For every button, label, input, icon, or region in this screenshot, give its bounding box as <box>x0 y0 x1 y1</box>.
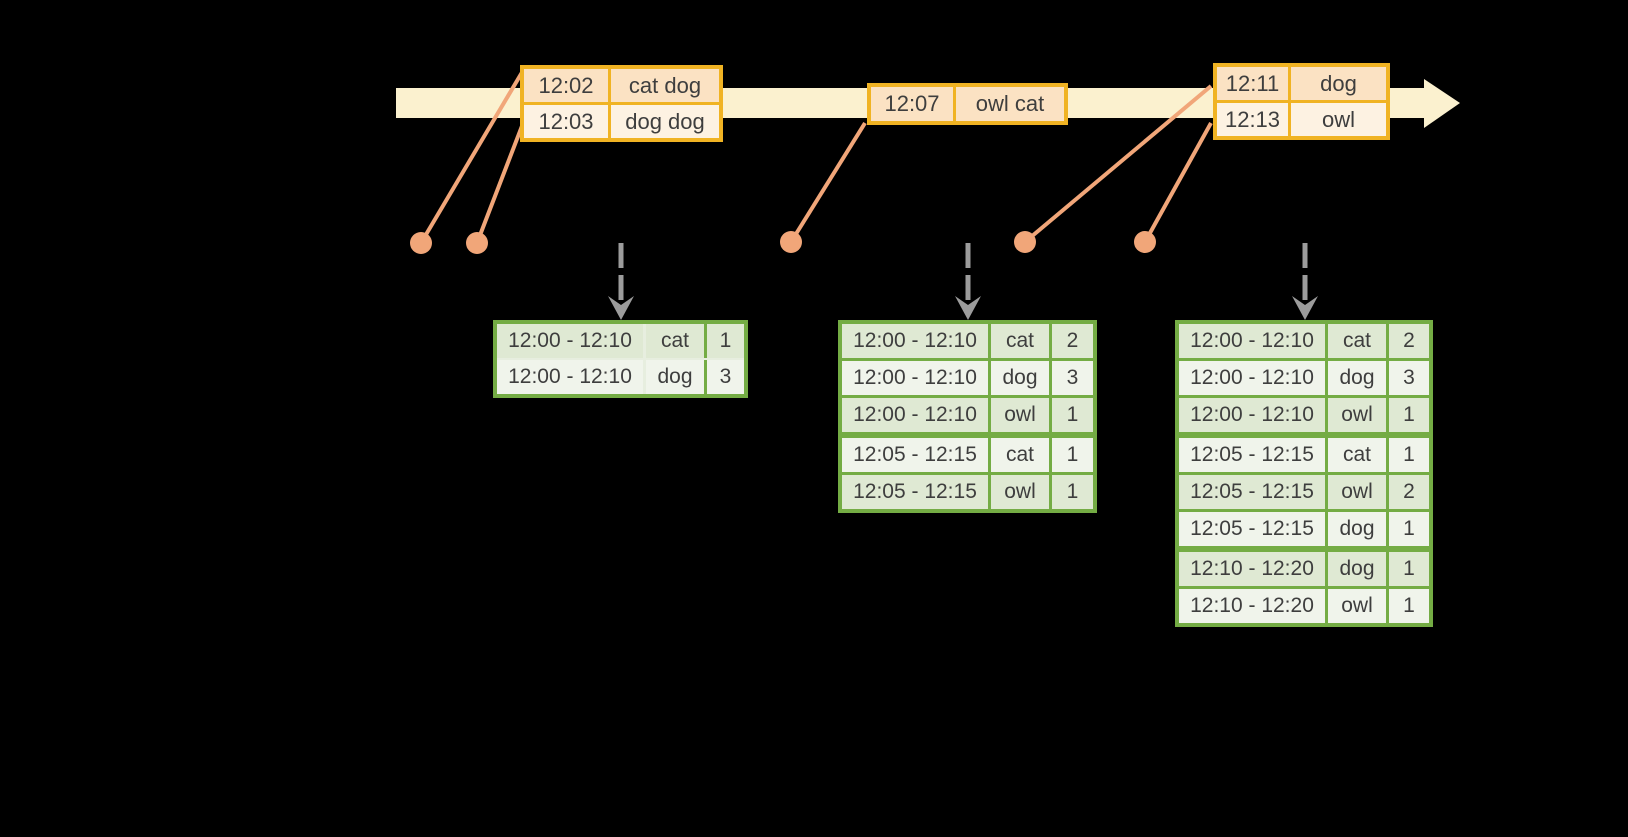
result-row: 12:05 - 12:15 cat 1 <box>1179 432 1429 472</box>
word-cell: cat <box>646 324 707 358</box>
count-cell: 1 <box>1403 443 1415 466</box>
event-words: dog <box>1320 70 1357 96</box>
event-time: 12:03 <box>524 105 611 138</box>
word-cell: owl <box>991 398 1052 432</box>
connector-line <box>475 125 524 244</box>
window-cell: 12:10 - 12:20 <box>1179 552 1328 586</box>
event-row: 12:13 owl <box>1217 100 1386 136</box>
result-table-1: 12:00 - 12:10 cat 1 12:00 - 12:10 dog 3 <box>493 320 748 398</box>
word-cell: dog <box>1328 552 1389 586</box>
window-cell: 12:00 - 12:10 <box>1179 361 1328 395</box>
word-cell: owl <box>1328 398 1389 432</box>
word-cell: cat <box>991 438 1052 472</box>
word-cell: dog <box>1328 512 1389 546</box>
event-connector-lines <box>419 67 1213 245</box>
event-time: 12:13 <box>1217 103 1291 136</box>
window-cell: 12:00 - 12:10 <box>842 361 991 395</box>
window-cell: 12:05 - 12:15 <box>1179 475 1328 509</box>
word-cell: dog <box>991 361 1052 395</box>
word-cell: cat <box>1328 324 1389 358</box>
result-table-2: 12:00 - 12:10 cat 2 12:00 - 12:10 dog 3 … <box>838 320 1097 513</box>
trigger-arrow-icon <box>608 243 634 320</box>
window-cell: 12:00 - 12:10 <box>1179 324 1328 358</box>
result-row: 12:05 - 12:15 dog 1 <box>1179 509 1429 546</box>
count-cell: 1 <box>1066 443 1079 466</box>
event-dot-icon <box>780 231 802 253</box>
event-table-1: 12:02 cat dog 12:03 dog dog <box>520 65 723 142</box>
count-cell: 2 <box>1066 329 1079 352</box>
event-time: 12:02 <box>524 69 611 102</box>
result-row: 12:00 - 12:10 owl 1 <box>842 395 1093 432</box>
result-row: 12:00 - 12:10 dog 3 <box>842 358 1093 395</box>
result-row: 12:10 - 12:20 owl 1 <box>1179 586 1429 623</box>
word-cell: owl <box>1328 589 1389 623</box>
result-row: 12:00 - 12:10 dog 3 <box>1179 358 1429 395</box>
event-words: cat dog <box>628 72 702 98</box>
count-cell: 1 <box>1403 517 1415 540</box>
window-cell: 12:05 - 12:15 <box>1179 438 1328 472</box>
count-cell: 1 <box>719 329 732 352</box>
event-row: 12:02 cat dog <box>524 69 719 102</box>
event-dot-icon <box>410 232 432 254</box>
timeline-arrow-icon <box>1424 79 1460 128</box>
count-cell: 3 <box>1066 366 1079 389</box>
event-time: 12:11 <box>1217 67 1291 100</box>
word-cell: cat <box>991 324 1052 358</box>
result-row: 12:05 - 12:15 cat 1 <box>842 432 1093 472</box>
trigger-arrow-icon <box>955 243 981 320</box>
connector-line <box>419 67 526 245</box>
result-table-3: 12:00 - 12:10 cat 2 12:00 - 12:10 dog 3 … <box>1175 320 1433 627</box>
result-row: 12:05 - 12:15 owl 1 <box>842 472 1093 509</box>
word-cell: owl <box>1328 475 1389 509</box>
window-cell: 12:05 - 12:15 <box>842 475 991 509</box>
event-table-3: 12:11 dog 12:13 owl <box>1213 63 1390 140</box>
window-cell: 12:00 - 12:10 <box>497 360 646 394</box>
connector-line <box>1023 84 1213 244</box>
count-cell: 3 <box>719 365 732 388</box>
word-cell: owl <box>991 475 1052 509</box>
count-cell: 1 <box>1066 403 1079 426</box>
count-cell: 2 <box>1403 480 1415 503</box>
window-cell: 12:00 - 12:10 <box>1179 398 1328 432</box>
event-row: 12:07 owl cat <box>871 87 1064 121</box>
trigger-arrow-icon <box>1292 243 1318 320</box>
window-cell: 12:10 - 12:20 <box>1179 589 1328 623</box>
event-row: 12:11 dog <box>1217 67 1386 100</box>
word-cell: cat <box>1328 438 1389 472</box>
event-words: owl cat <box>975 91 1045 116</box>
window-cell: 12:00 - 12:10 <box>842 324 991 358</box>
event-dot-icon <box>1134 231 1156 253</box>
count-cell: 1 <box>1066 480 1079 503</box>
word-cell: dog <box>646 360 707 394</box>
result-row: 12:05 - 12:15 owl 2 <box>1179 472 1429 509</box>
window-cell: 12:00 - 12:10 <box>842 398 991 432</box>
trigger-arrows <box>608 243 1318 320</box>
word-cell: dog <box>1328 361 1389 395</box>
count-cell: 1 <box>1403 403 1415 426</box>
event-row: 12:03 dog dog <box>524 102 719 138</box>
count-cell: 1 <box>1403 557 1415 580</box>
result-row: 12:00 - 12:10 cat 2 <box>1179 324 1429 358</box>
result-row: 12:00 - 12:10 dog 3 <box>497 358 744 394</box>
event-words: dog dog <box>625 108 705 134</box>
connector-line <box>1143 122 1213 243</box>
result-row: 12:10 - 12:20 dog 1 <box>1179 546 1429 586</box>
result-row: 12:00 - 12:10 cat 1 <box>497 324 744 358</box>
window-cell: 12:05 - 12:15 <box>842 438 991 472</box>
count-cell: 2 <box>1403 329 1415 352</box>
window-cell: 12:00 - 12:10 <box>497 324 646 358</box>
event-dot-icon <box>466 232 488 254</box>
event-table-2: 12:07 owl cat <box>867 83 1068 125</box>
window-cell: 12:05 - 12:15 <box>1179 512 1328 546</box>
event-dot-icon <box>1014 231 1036 253</box>
event-dots <box>410 231 1156 254</box>
result-row: 12:00 - 12:10 cat 2 <box>842 324 1093 358</box>
result-row: 12:00 - 12:10 owl 1 <box>1179 395 1429 432</box>
event-words: owl <box>1321 106 1355 132</box>
event-time: 12:07 <box>871 87 956 121</box>
count-cell: 1 <box>1403 594 1415 617</box>
count-cell: 3 <box>1403 366 1415 389</box>
connector-line <box>789 121 867 244</box>
